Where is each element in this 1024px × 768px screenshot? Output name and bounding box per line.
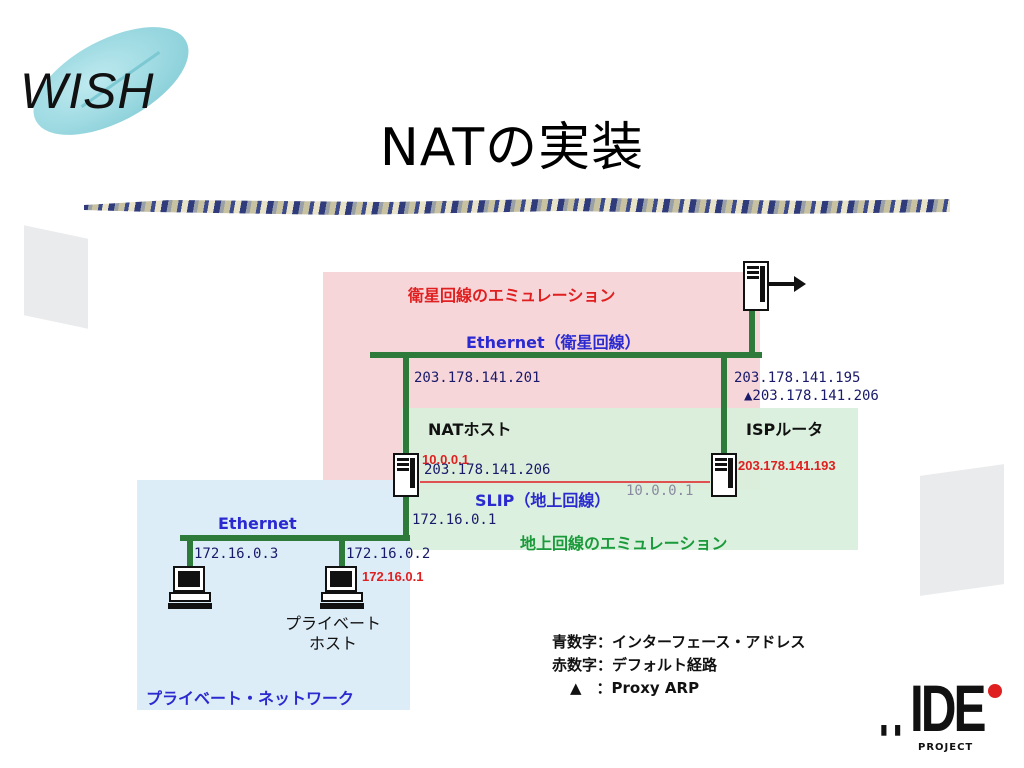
- ground-region-label: 地上回線のエミュレーション: [520, 534, 728, 553]
- ide-project-logo: ▮▮ IDE PROJECT: [880, 662, 1010, 762]
- nat-host-label: NATホスト: [428, 420, 512, 439]
- ide-logo-ticks: ▮▮: [880, 722, 908, 738]
- addr-nat-satellite: 203.178.141.201: [414, 370, 541, 386]
- addr-isp-default-route: 203.178.141.193: [738, 458, 836, 473]
- addr-nat-default-route: 10.0.0.1: [422, 452, 469, 467]
- internet-server-icon: [743, 261, 806, 311]
- legend-proxy-arp: ▲ ：Proxy ARP: [570, 679, 700, 697]
- addr-host2: 172.16.0.2: [346, 546, 431, 562]
- isp-router-computer-icon: [711, 453, 737, 497]
- isp-router-label: ISPルータ: [746, 420, 824, 439]
- addr-isp-proxy-arp: ▲203.178.141.206: [744, 388, 879, 404]
- addr-isp-satellite: 203.178.141.195: [734, 370, 861, 386]
- private-host-label: プライベート ホスト: [284, 614, 381, 653]
- addr-nat-private: 172.16.0.1: [412, 512, 497, 528]
- page-title: NATの実装: [379, 118, 645, 178]
- ide-logo-subtitle: PROJECT: [918, 742, 974, 753]
- satellite-ethernet-label: Ethernet（衛星回線）: [466, 333, 641, 352]
- legend-red-numbers: 赤数字：デフォルト経路: [552, 656, 718, 674]
- ground-region: [402, 408, 858, 550]
- host2-pc-icon: [320, 566, 364, 609]
- nat-host-computer-icon: [393, 453, 419, 497]
- ide-logo-red-dot-icon: [988, 684, 1002, 698]
- private-ethernet-label: Ethernet: [218, 514, 297, 533]
- satellite-region-label: 衛星回線のエミュレーション: [408, 286, 616, 305]
- host1-pc-icon: [168, 566, 212, 609]
- wish-logo: WISH: [14, 4, 206, 158]
- addr-nat-slip: 203.178.141.206: [424, 462, 551, 478]
- addr-host1: 172.16.0.3: [194, 546, 279, 562]
- ide-logo-text: IDE: [910, 671, 987, 745]
- addr-host2-default-route: 172.16.0.1: [362, 569, 424, 584]
- slip-link-label: SLIP（地上回線）: [475, 491, 611, 510]
- brush-divider: [84, 198, 950, 215]
- addr-isp-slip: 10.0.0.1: [626, 483, 694, 499]
- private-region-label: プライベート・ネットワーク: [146, 689, 355, 708]
- legend-blue-numbers: 青数字：インターフェース・アドレス: [552, 633, 806, 651]
- wish-logo-text: WISH: [20, 63, 155, 119]
